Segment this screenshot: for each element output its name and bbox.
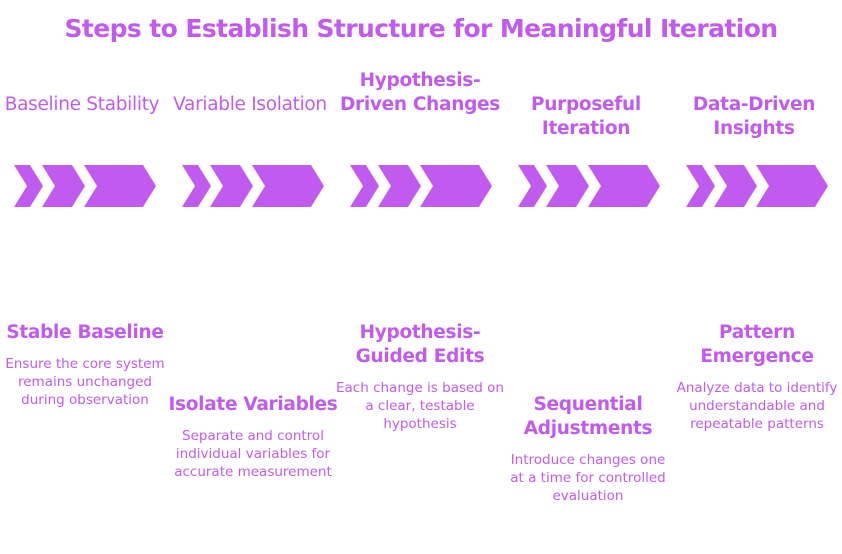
stage-header-2: Variable Isolation xyxy=(173,94,327,115)
step-description: Introduce changes one at a time for cont… xyxy=(510,452,666,504)
triple-chevron-arrow-icon xyxy=(182,165,324,207)
stage-header-1: Baseline Stability xyxy=(4,94,160,115)
step-description: Separate and control individual variable… xyxy=(174,428,332,480)
triple-chevron-arrow-icon xyxy=(350,165,492,207)
step-title: Pattern Emergence xyxy=(700,322,814,367)
stage-header-5: Data-Driven Insights xyxy=(692,94,816,139)
diagram-title: Steps to Establish Structure for Meaning… xyxy=(64,14,779,43)
triple-chevron-arrow-icon xyxy=(686,165,828,207)
step-block-1: Stable Baseline Ensure the core system r… xyxy=(0,321,170,409)
step-description: Each change is based on a clear, testabl… xyxy=(336,380,504,432)
step-block-4: Sequential Adjustments Introduce changes… xyxy=(503,393,673,505)
step-description: Ensure the core system remains unchanged… xyxy=(5,356,165,408)
step-title: Hypothesis-Guided Edits xyxy=(355,322,485,367)
triple-chevron-arrow-icon xyxy=(518,165,660,207)
step-block-2: Isolate Variables Separate and control i… xyxy=(168,393,338,481)
step-title: Stable Baseline xyxy=(6,322,164,343)
step-block-5: Pattern Emergence Analyze data to identi… xyxy=(672,321,842,433)
stage-header-4: Purposeful Iteration xyxy=(531,94,641,139)
step-block-3: Hypothesis-Guided Edits Each change is b… xyxy=(335,321,505,433)
step-description: Analyze data to identify understandable … xyxy=(676,380,838,432)
step-title: Sequential Adjustments xyxy=(523,394,653,439)
step-title: Isolate Variables xyxy=(168,394,338,415)
triple-chevron-arrow-icon xyxy=(14,165,156,207)
stage-header-3: Hypothesis-Driven Changes xyxy=(339,70,501,115)
